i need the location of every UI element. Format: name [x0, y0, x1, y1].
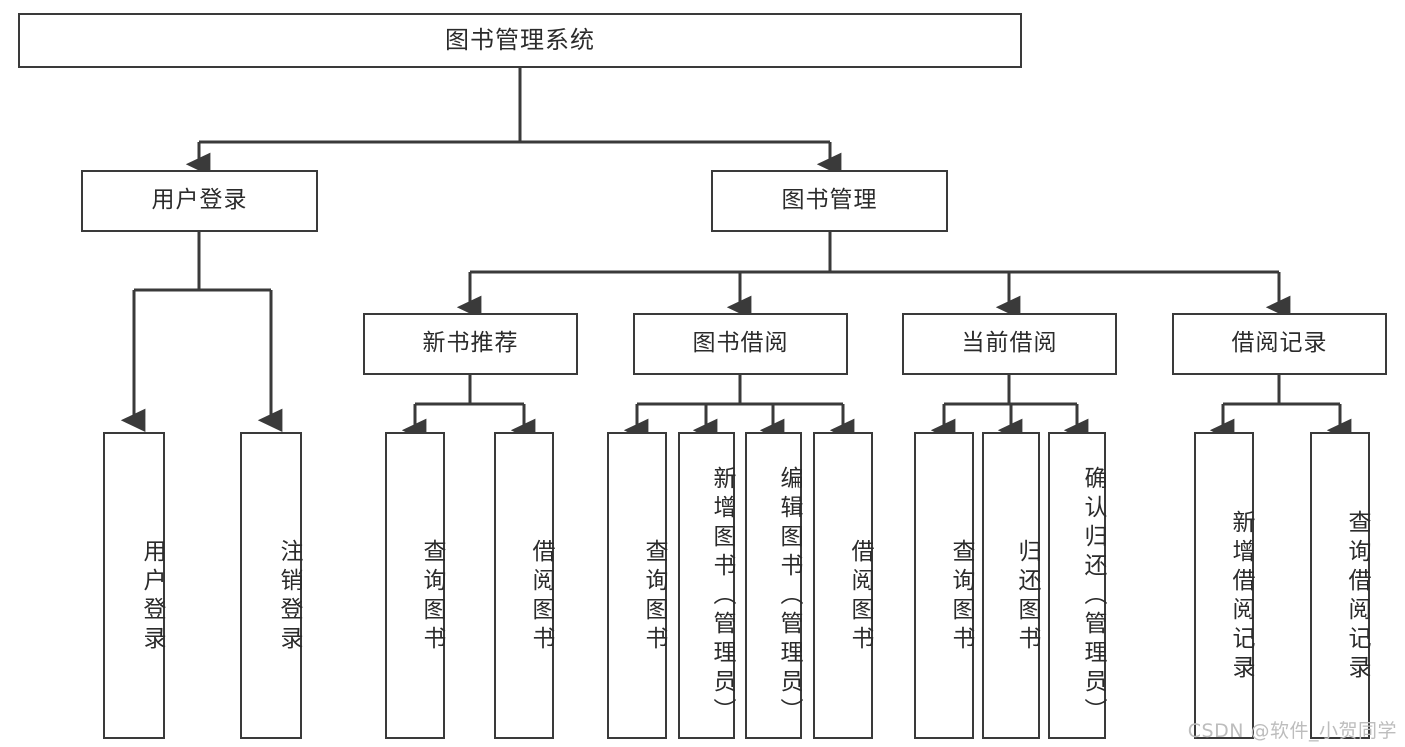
- leaf-edit-book[interactable]: 编辑图书（管理员）: [745, 432, 802, 739]
- leaf-query-book-2[interactable]: 查询图书: [607, 432, 667, 739]
- csdn-watermark: CSDN @软件_小贺同学: [1187, 720, 1397, 742]
- leaf-logout-login[interactable]: 注销登录: [240, 432, 302, 739]
- leaf-borrow-book-2[interactable]: 借阅图书: [813, 432, 873, 739]
- leaf-borrow-book-1[interactable]: 借阅图书: [494, 432, 554, 739]
- node-book-management[interactable]: 图书管理: [711, 170, 948, 232]
- node-new-book-recommend[interactable]: 新书推荐: [363, 313, 578, 375]
- leaf-query-record[interactable]: 查询借阅记录: [1310, 432, 1370, 739]
- leaf-add-book[interactable]: 新增图书（管理员）: [678, 432, 735, 739]
- leaf-add-record[interactable]: 新增借阅记录: [1194, 432, 1254, 739]
- leaf-confirm-return[interactable]: 确认归还（管理员）: [1048, 432, 1106, 739]
- leaf-query-book-1[interactable]: 查询图书: [385, 432, 445, 739]
- leaf-query-book-3[interactable]: 查询图书: [914, 432, 974, 739]
- node-book-borrow[interactable]: 图书借阅: [633, 313, 848, 375]
- node-user-login[interactable]: 用户登录: [81, 170, 318, 232]
- node-root[interactable]: 图书管理系统: [18, 13, 1022, 68]
- node-current-borrow[interactable]: 当前借阅: [902, 313, 1117, 375]
- node-borrow-record[interactable]: 借阅记录: [1172, 313, 1387, 375]
- leaf-user-login[interactable]: 用户登录: [103, 432, 165, 739]
- leaf-return-book[interactable]: 归还图书: [982, 432, 1040, 739]
